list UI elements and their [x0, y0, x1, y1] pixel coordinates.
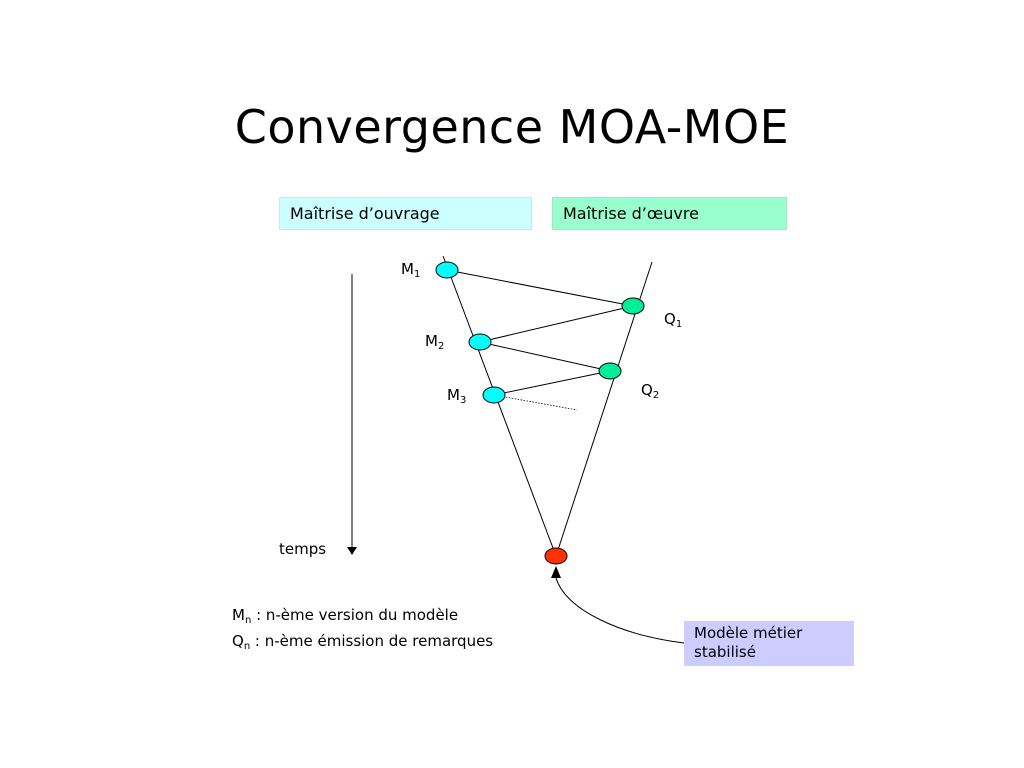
- moa-box: Maîtrise d’ouvrage: [279, 197, 532, 230]
- time-axis-arrowhead: [347, 547, 357, 555]
- node-m2: [468, 333, 492, 351]
- label-m3: M3: [447, 386, 467, 406]
- model-box-line2: stabilisé: [694, 643, 756, 661]
- model-box-line1: Modèle métier: [694, 624, 803, 642]
- legend: Mn : n-ème version du modèle Qn : n-ème …: [232, 605, 493, 657]
- label-q1: Q1: [664, 310, 683, 330]
- edge-m3-dotted: [493, 394, 578, 411]
- page-title: Convergence MOA-MOE: [234, 100, 790, 154]
- edge-m2-q2: [479, 341, 611, 372]
- node-q2: [598, 362, 622, 380]
- legend-q: Qn : n-ème émission de remarques: [232, 632, 494, 652]
- node-q1: [621, 297, 645, 315]
- label-m2: M2: [425, 332, 445, 352]
- moa-box-label: Maîtrise d’ouvrage: [290, 204, 440, 223]
- model-arrowhead: [551, 566, 561, 578]
- legend-m: Mn : n-ème version du modèle: [232, 606, 459, 626]
- node-m1: [435, 261, 459, 279]
- label-q2: Q2: [641, 381, 660, 401]
- label-m1: M1: [401, 260, 421, 280]
- time-label: temps: [279, 540, 327, 558]
- edge-m1-q1: [446, 269, 634, 307]
- moa-cone-side: [442, 255, 557, 557]
- moe-box-label: Maîtrise d’œuvre: [563, 204, 699, 223]
- edge-q1-m2: [479, 305, 634, 343]
- moe-box: Maîtrise d’œuvre: [552, 197, 787, 230]
- node-m3: [482, 386, 506, 404]
- model-box: Modèle métier stabilisé: [684, 621, 854, 666]
- model-curved-arrow: [555, 577, 685, 644]
- node-final: [544, 547, 568, 565]
- edge-q2-m3: [493, 370, 611, 396]
